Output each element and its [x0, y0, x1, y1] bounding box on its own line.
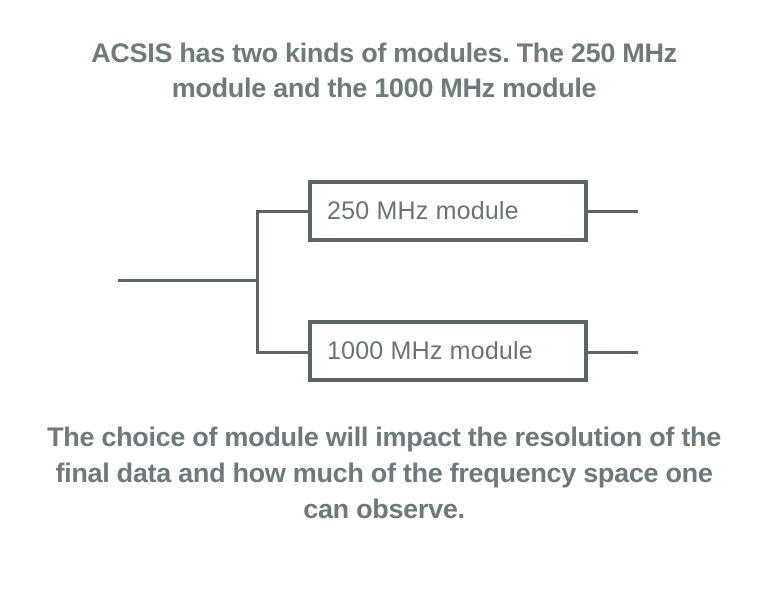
title-block: ACSIS has two kinds of modules. The 250 … — [0, 36, 768, 106]
module-box-1000mhz: 1000 MHz module — [308, 320, 588, 382]
module-box-250mhz: 250 MHz module — [308, 180, 588, 242]
caption-line-3: can observe. — [303, 494, 465, 524]
output-line-top — [588, 210, 638, 213]
caption-block: The choice of module will impact the res… — [0, 419, 768, 527]
branch-trunk-line — [256, 210, 259, 354]
input-line — [118, 279, 258, 282]
caption-line-2: final data and how much of the frequency… — [55, 458, 713, 488]
module-box-250mhz-label: 250 MHz module — [327, 196, 519, 225]
module-box-1000mhz-label: 1000 MHz module — [327, 336, 533, 365]
branch-top-line — [256, 210, 308, 213]
branch-bottom-line — [256, 351, 308, 354]
output-line-bottom — [588, 351, 638, 354]
caption-line-1: The choice of module will impact the res… — [47, 422, 721, 452]
title-line-1: ACSIS has two kinds of modules. The 250 … — [91, 38, 677, 68]
title-line-2: module and the 1000 MHz module — [171, 73, 597, 103]
